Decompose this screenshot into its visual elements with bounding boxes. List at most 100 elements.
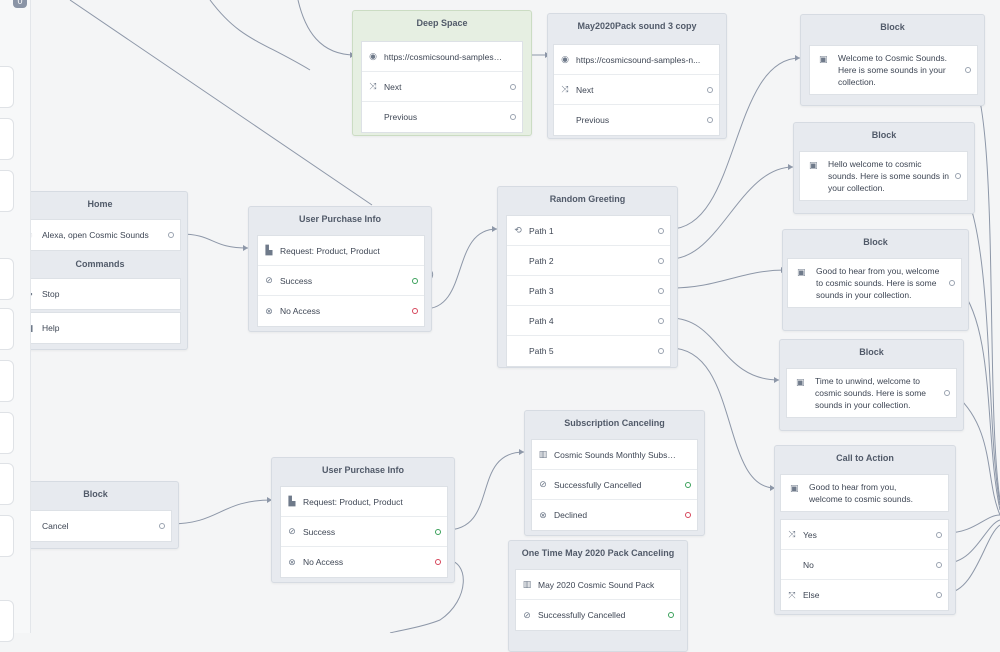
speak-step[interactable]: ▣ Time to unwind, welcome to cosmic soun… — [787, 369, 956, 417]
output-port[interactable] — [435, 528, 441, 535]
output-port[interactable] — [510, 83, 516, 90]
output-port[interactable] — [668, 612, 674, 618]
cancel-product-step[interactable]: ▥ May 2020 Cosmic Sound Pack — [516, 570, 680, 600]
toolbar-button[interactable] — [0, 600, 14, 642]
speak-step[interactable]: ▣ Good to hear from you, welcome to cosm… — [790, 482, 913, 504]
wire — [423, 228, 498, 310]
random-path-2[interactable]: Path 2 — [507, 246, 670, 276]
success-path[interactable]: ⊘ Success — [281, 517, 447, 547]
random-path-3[interactable]: Path 3 — [507, 276, 670, 306]
node-user-purchase-info[interactable]: User Purchase Info ▙ Request: Product, P… — [271, 457, 455, 583]
speak-step[interactable]: ▣ Hello welcome to cosmic sounds. Here i… — [800, 152, 967, 200]
wire — [669, 317, 780, 381]
node-title: Home — [87, 199, 113, 209]
output-port[interactable] — [944, 390, 950, 396]
node-deep-space[interactable]: Deep Space ◉ https://cosmicsound-samples… — [352, 10, 532, 136]
random-path-5[interactable]: Path 5 — [507, 336, 670, 366]
output-port[interactable] — [658, 348, 664, 354]
output-port[interactable] — [955, 173, 961, 179]
loop-icon: ⟲ — [514, 225, 522, 235]
audio-url-step[interactable]: ◉ https://cosmicsound-samples-n... — [554, 45, 719, 75]
toolbar-button[interactable] — [0, 412, 14, 454]
speak-step[interactable]: ▣ Welcome to Cosmic Sounds. Here is some… — [810, 46, 977, 94]
output-port[interactable] — [510, 114, 516, 120]
next-step[interactable]: ⤨ Next — [554, 75, 719, 105]
node-subscription-canceling[interactable]: Subscription Canceling ▥ Cosmic Sounds M… — [524, 410, 705, 536]
node-block[interactable]: Block ▣ Good to hear from you, welcome t… — [782, 229, 969, 331]
intent-icon: ◐ — [28, 230, 34, 240]
toolbar-button[interactable] — [0, 360, 14, 402]
output-port[interactable] — [658, 227, 664, 234]
declined-path[interactable]: ⊗ Declined — [532, 500, 697, 530]
output-port[interactable] — [435, 559, 441, 565]
output-port[interactable] — [949, 280, 955, 286]
node-block-cancel[interactable]: Block Cancel — [12, 481, 179, 549]
node-may2020-pack-copy[interactable]: May2020Pack sound 3 copy ◉ https://cosmi… — [547, 13, 727, 139]
cancel-product-step[interactable]: ▥ Cosmic Sounds Monthly Subscr... — [532, 440, 697, 470]
output-port[interactable] — [936, 531, 942, 538]
request-step[interactable]: ▙ Request: Product, Product — [281, 487, 447, 517]
success-path[interactable]: ⊘ Success — [258, 266, 424, 296]
audio-url-step[interactable]: ◉ https://cosmicsound-samples-n... — [362, 42, 522, 72]
previous-step[interactable]: Previous — [362, 102, 522, 132]
random-path-1[interactable]: ⟲ Path 1 — [507, 216, 670, 246]
output-port[interactable] — [159, 523, 165, 529]
output-port[interactable] — [936, 561, 942, 568]
random-path-4[interactable]: Path 4 — [507, 306, 670, 336]
node-random-greeting[interactable]: Random Greeting ⟲ Path 1 Path 2 Path 3 P… — [497, 186, 678, 368]
check-circle-icon: ⊘ — [539, 479, 547, 489]
play-icon: ◉ — [369, 51, 377, 61]
shuffle-icon: ⤨ — [561, 84, 569, 94]
intent-step[interactable]: ◐ Alexa, open Cosmic Sounds — [20, 220, 180, 250]
output-port[interactable] — [168, 232, 174, 238]
x-circle-icon: ⊗ — [539, 509, 547, 520]
toolbar-button[interactable] — [0, 118, 14, 160]
output-port[interactable] — [658, 317, 664, 324]
toolbar-button[interactable] — [0, 66, 14, 108]
cancel-intent[interactable]: Cancel — [20, 511, 171, 541]
speak-step[interactable]: ▣ Good to hear from you, welcome to cosm… — [788, 259, 961, 307]
output-port[interactable] — [685, 481, 691, 488]
success-path[interactable]: ⊘ Successfully Cancelled — [532, 470, 697, 500]
check-circle-icon: ⊘ — [288, 526, 296, 536]
previous-step[interactable]: Previous — [554, 105, 719, 135]
output-port[interactable] — [412, 277, 418, 284]
output-port[interactable] — [658, 287, 664, 294]
output-port[interactable] — [965, 67, 971, 73]
node-title: One Time May 2020 Pack Canceling — [521, 548, 675, 558]
toolbar-button[interactable] — [0, 258, 14, 300]
toolbar-button[interactable] — [0, 463, 14, 505]
success-path[interactable]: ⊘ Successfully Cancelled — [516, 600, 680, 630]
request-step[interactable]: ▙ Request: Product, Product — [258, 236, 424, 266]
output-port[interactable] — [936, 592, 942, 598]
node-title: User Purchase Info — [321, 465, 405, 475]
command-help[interactable]: ▮ Help — [20, 313, 180, 343]
output-port[interactable] — [412, 308, 418, 314]
output-port[interactable] — [707, 117, 713, 123]
node-title: Block — [83, 489, 108, 499]
node-block[interactable]: Block ▣ Time to unwind, welcome to cosmi… — [779, 339, 964, 431]
node-user-purchase-info[interactable]: User Purchase Info ▙ Request: Product, P… — [248, 206, 432, 332]
no-access-path[interactable]: ⊗ No Access — [258, 296, 424, 326]
check-circle-icon: ⊘ — [523, 609, 531, 620]
output-port[interactable] — [707, 86, 713, 93]
node-block[interactable]: Block ▣ Welcome to Cosmic Sounds. Here i… — [800, 14, 985, 106]
choice-else[interactable]: ⤧ Else — [781, 580, 948, 610]
node-home[interactable]: Home ◐ Alexa, open Cosmic Sounds Command… — [12, 191, 188, 350]
toolbar-button[interactable] — [0, 170, 14, 212]
toolbar-button[interactable] — [0, 515, 14, 557]
speech-bubble-icon: ▣ — [796, 377, 805, 387]
shuffle-icon: ⤨ — [369, 81, 377, 91]
no-access-path[interactable]: ⊗ No Access — [281, 547, 447, 577]
toolbar-button[interactable] — [0, 308, 14, 350]
choice-no[interactable]: No — [781, 550, 948, 580]
wire — [445, 451, 525, 531]
output-port[interactable] — [658, 257, 664, 264]
next-step[interactable]: ⤨ Next — [362, 72, 522, 102]
node-block[interactable]: Block ▣ Hello welcome to cosmic sounds. … — [793, 122, 975, 214]
node-one-time-canceling[interactable]: One Time May 2020 Pack Canceling ▥ May 2… — [508, 540, 688, 652]
output-port[interactable] — [685, 512, 691, 518]
node-call-to-action[interactable]: Call to Action ▣ Good to hear from you, … — [774, 445, 956, 615]
choice-yes[interactable]: ⤨ Yes — [781, 520, 948, 550]
command-stop[interactable]: ▪ Stop — [20, 279, 180, 309]
